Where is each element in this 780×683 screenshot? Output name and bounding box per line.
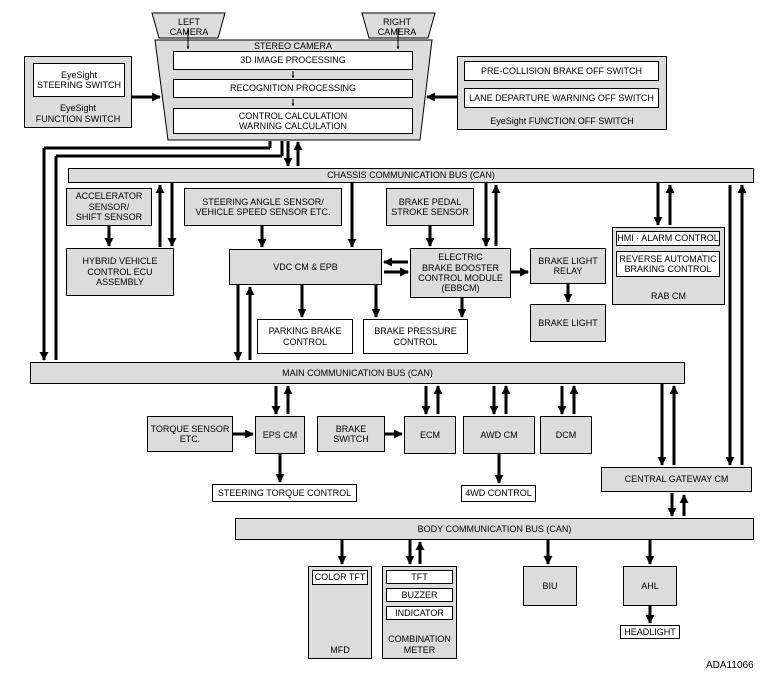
dcm-box: DCM [540, 416, 592, 454]
stereo-camera-label: STEREO CAMERA [253, 41, 332, 51]
accelerator-sensor-box: ACCELERATOR SENSOR/ SHIFT SENSOR [66, 188, 152, 226]
eyesight-steering-switch-box: EyeSight STEERING SWITCH [33, 63, 125, 97]
parking-brake-control-box: PARKING BRAKE CONTROL [257, 319, 353, 354]
awd-cm-box: AWD CM [463, 416, 535, 454]
steering-torque-control-box: STEERING TORQUE CONTROL [212, 484, 357, 502]
hybrid-vehicle-ecu-box: HYBRID VEHICLE CONTROL ECU ASSEMBLY [66, 248, 174, 296]
left-camera-label: LEFT CAMERA [169, 17, 209, 38]
headlight-box: HEADLIGHT [620, 625, 680, 639]
ebbcm-box: ELECTRIC BRAKE BOOSTER CONTROL MODULE (E… [410, 248, 511, 298]
body-communication-bus: BODY COMMUNICATION BUS (CAN) [235, 518, 754, 540]
brake-pedal-sensor-box: BRAKE PEDAL STROKE SENSOR [386, 188, 474, 226]
reverse-automatic-braking-box: REVERSE AUTOMATIC BRAKING CONTROL [616, 251, 720, 277]
vdc-cm-epb-box: VDC CM & EPB [229, 249, 382, 285]
indicator-box: INDICATOR [386, 606, 453, 620]
brake-switch-box: BRAKE SWITCH [317, 416, 385, 452]
ecm-box: ECM [404, 416, 456, 454]
recognition-processing-box: RECOGNITION PROCESSING [173, 79, 413, 98]
eps-cm-box: EPS CM [255, 416, 305, 454]
color-tft-box: COLOR TFT [312, 570, 368, 585]
diagram-code: ADA11066 [706, 660, 754, 671]
control-calculation-box: CONTROL CALCULATION WARNING CALCULATION [173, 108, 413, 134]
hmi-alarm-control-box: HMI · ALARM CONTROL [616, 231, 720, 246]
torque-sensor-box: TORQUE SENSOR ETC. [147, 416, 233, 452]
image-processing-box: 3D IMAGE PROCESSING [173, 51, 413, 70]
chassis-communication-bus: CHASSIS COMMUNICATION BUS (CAN) [68, 168, 754, 183]
ahl-box: AHL [623, 566, 677, 606]
precollision-brake-off-switch-box: PRE-COLLISION BRAKE OFF SWITCH [464, 61, 659, 81]
right-camera-label: RIGHT CAMERA [377, 17, 417, 38]
left-camera-housing [151, 12, 226, 39]
brake-pressure-control-box: BRAKE PRESSURE CONTROL [363, 319, 468, 354]
buzzer-box: BUZZER [386, 588, 453, 602]
steering-angle-sensor-box: STEERING ANGLE SENSOR/ VEHICLE SPEED SEN… [184, 188, 342, 226]
brake-light-relay-box: BRAKE LIGHT RELAY [530, 248, 606, 284]
right-camera-housing [361, 12, 436, 39]
biu-box: BIU [523, 566, 577, 606]
central-gateway-cm-box: CENTRAL GATEWAY CM [601, 467, 752, 492]
tft-box: TFT [386, 570, 453, 584]
main-communication-bus: MAIN COMMUNICATION BUS (CAN) [30, 362, 685, 384]
brake-light-box: BRAKE LIGHT [530, 304, 606, 342]
lane-departure-off-switch-box: LANE DEPARTURE WARNING OFF SWITCH [464, 88, 659, 108]
fourwd-control-box: 4WD CONTROL [461, 485, 536, 502]
